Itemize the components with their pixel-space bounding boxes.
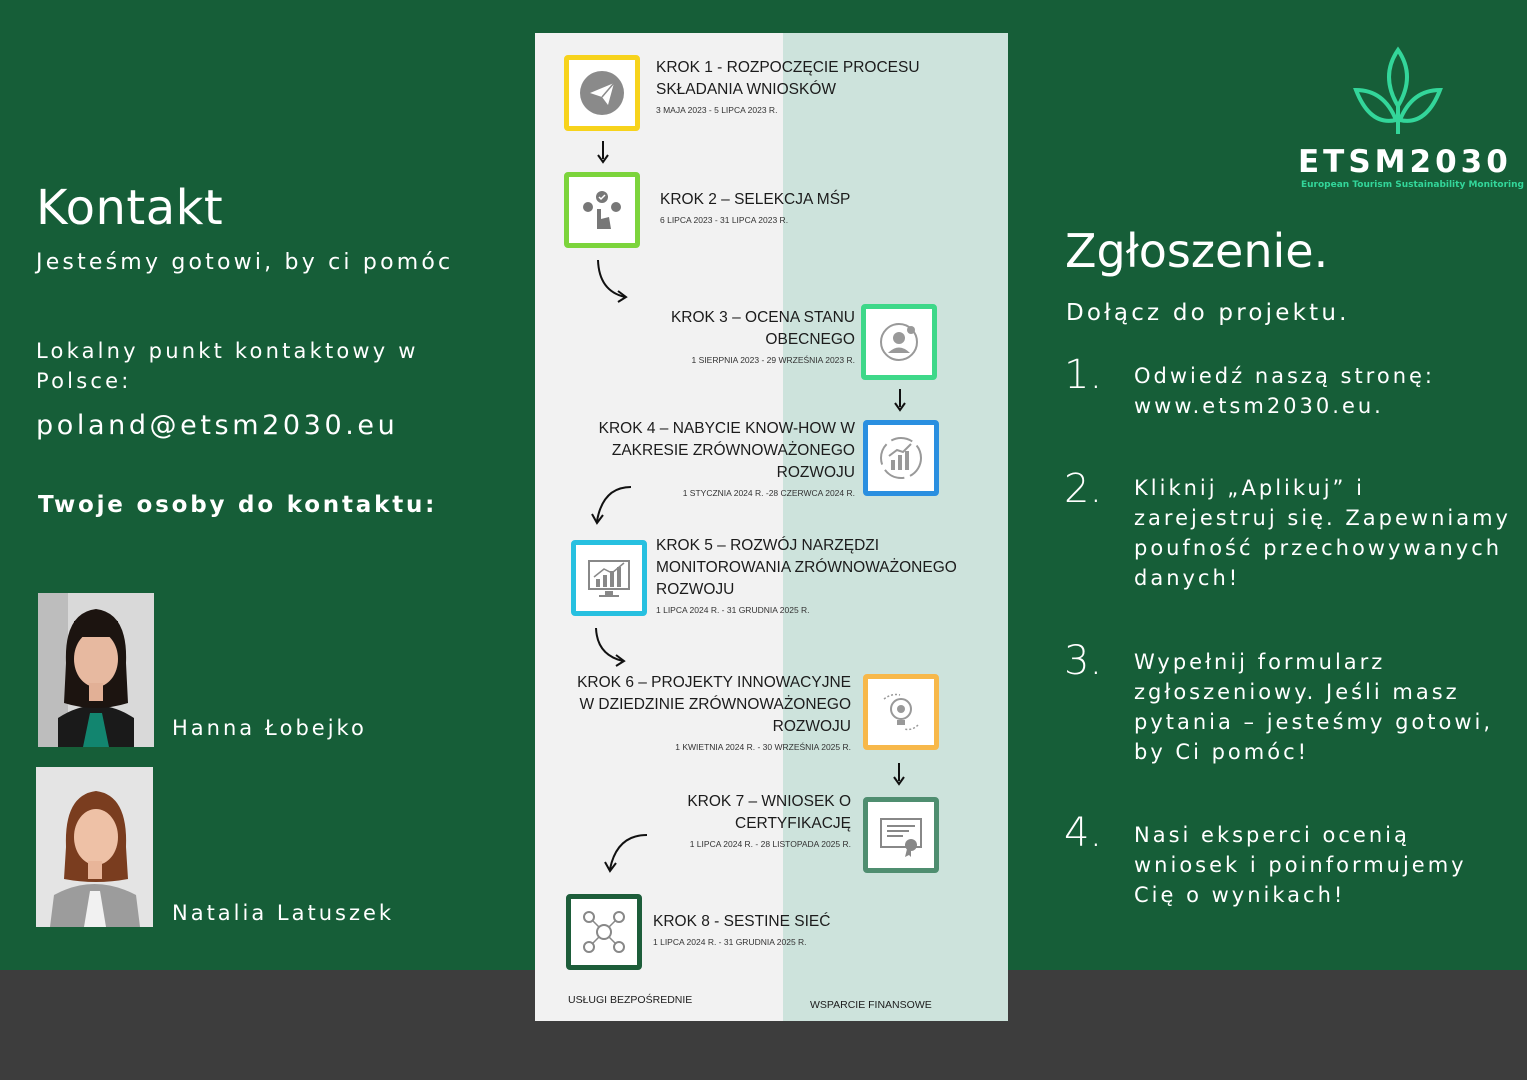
step-date: 1 LIPCA 2024 R. - 28 LISTOPADA 2025 R. <box>689 839 851 849</box>
step-2-text: KROK 2 – SELEKCJA MŚP 6 LIPCA 2023 - 31 … <box>660 189 960 225</box>
step-5-text: KROK 5 – ROZWÓJ NARZĘDZI MONITOROWANIA Z… <box>656 535 1001 615</box>
curved-arrow-icon <box>604 834 648 873</box>
step-date: 3 MAJA 2023 - 5 LIPCA 2023 R. <box>656 105 778 115</box>
step-date: 1 SIERPNIA 2023 - 29 WRZEŚNIA 2023 R. <box>691 355 855 365</box>
step-title: KROK 4 – NABYCIE KNOW-HOW W ZAKRESIE ZRÓ… <box>598 420 855 481</box>
logo-subtitle: European Tourism Sustainability Monitori… <box>1301 180 1524 190</box>
step-6-box <box>863 674 939 750</box>
leaf-logo-icon <box>1353 46 1443 134</box>
step-date: 1 STYCZNIA 2024 R. -28 CZERWCA 2024 R. <box>682 488 855 498</box>
step-date: 1 KWIETNIA 2024 R. - 30 WRZEŚNIA 2025 R. <box>675 742 851 752</box>
step-date: 6 LIPCA 2023 - 31 LIPCA 2023 R. <box>660 215 789 225</box>
contact-persons-label: Twoje osoby do kontaktu: <box>38 492 438 518</box>
arrow-down-icon <box>894 389 906 412</box>
step-title: KROK 6 – PROJEKTY INNOWACYJNE W DZIEDZIN… <box>577 674 851 735</box>
financial-support-label: WSPARCIE FINANSOWE <box>810 999 932 1011</box>
instruction-text: Wypełnij formularz zgłoszeniowy. Jeśli m… <box>1134 650 1494 764</box>
certificate-icon <box>880 818 922 857</box>
avatar-natalia <box>36 767 153 927</box>
chart-monitor-icon <box>588 560 630 597</box>
avatar-hanna <box>38 593 154 747</box>
step-number: 2. <box>1064 466 1103 512</box>
instruction-text: Nasi eksperci ocenią wniosek i poinformu… <box>1134 823 1467 907</box>
curved-arrow-icon <box>591 486 632 525</box>
step-1-box <box>564 55 640 131</box>
person-name: Natalia Latuszek <box>172 901 395 925</box>
growth-cycle-icon <box>880 437 922 479</box>
step-1-text: KROK 1 - ROZPOCZĘCIE PROCESU SKŁADANIA W… <box>656 57 956 115</box>
step-2-box <box>564 172 640 248</box>
application-title: Zgłoszenie. <box>1065 224 1329 278</box>
person-assess-icon <box>880 323 918 361</box>
instruction-text: Odwiedź naszą stronę: www.etsm2030.eu. <box>1134 364 1436 418</box>
logo-wordmark: ETSM2030 <box>1298 144 1512 180</box>
step-date: 1 LIPCA 2024 R. - 31 GRUDNIA 2025 R. <box>653 937 807 947</box>
step-number: 3. <box>1064 638 1103 684</box>
contact-email-link[interactable]: poland@etsm2030.eu <box>36 410 399 441</box>
idea-bulb-icon <box>883 693 919 731</box>
step-title: KROK 2 – SELEKCJA MŚP <box>660 191 851 208</box>
contact-subtitle: Jesteśmy gotowi, by ci pomóc <box>36 250 454 275</box>
step-5-box <box>571 540 647 616</box>
local-contact-label: Lokalny punkt kontaktowy w Polsce: <box>36 339 419 393</box>
step-number: 1. <box>1064 352 1103 398</box>
network-icon <box>583 911 625 953</box>
hand-select-icon <box>583 191 621 229</box>
application-subtitle: Dołącz do projektu. <box>1066 300 1350 326</box>
paper-plane-icon <box>580 71 624 115</box>
curved-arrow-icon <box>595 627 626 667</box>
step-title: KROK 1 - ROZPOCZĘCIE PROCESU SKŁADANIA W… <box>656 59 920 98</box>
step-date: 1 LIPCA 2024 R. - 31 GRUDNIA 2025 R. <box>656 605 810 615</box>
step-8-text: KROK 8 - SESTINE SIEĆ 1 LIPCA 2024 R. - … <box>653 911 953 947</box>
step-number: 4. <box>1064 810 1103 856</box>
arrow-down-icon <box>597 141 609 164</box>
contact-title: Kontakt <box>36 180 224 236</box>
step-title: KROK 8 - SESTINE SIEĆ <box>653 913 831 930</box>
step-3-text: KROK 3 – OCENA STANU OBECNEGO 1 SIERPNIA… <box>625 307 855 365</box>
step-title: KROK 7 – WNIOSEK O CERTYFIKACJĘ <box>687 793 851 832</box>
step-6-text: KROK 6 – PROJEKTY INNOWACYJNE W DZIEDZIN… <box>563 672 851 752</box>
step-4-text: KROK 4 – NABYCIE KNOW-HOW W ZAKRESIE ZRÓ… <box>563 418 855 498</box>
step-7-text: KROK 7 – WNIOSEK O CERTYFIKACJĘ 1 LIPCA … <box>635 791 851 849</box>
step-3-box <box>861 304 937 380</box>
step-4-box <box>863 420 939 496</box>
step-8-box <box>566 894 642 970</box>
direct-services-label: USŁUGI BEZPOŚREDNIE <box>568 994 693 1006</box>
person-name: Hanna Łobejko <box>172 716 367 740</box>
step-title: KROK 3 – OCENA STANU OBECNEGO <box>670 309 855 348</box>
curved-arrow-icon <box>597 259 628 303</box>
step-title: KROK 5 – ROZWÓJ NARZĘDZI MONITOROWANIA Z… <box>656 537 957 598</box>
step-7-box <box>863 797 939 873</box>
process-infographic: KROK 1 - ROZPOCZĘCIE PROCESU SKŁADANIA W… <box>535 33 1008 1021</box>
instruction-text: Kliknij „Aplikuj” i zarejestruj się. Zap… <box>1134 476 1511 590</box>
arrow-down-icon <box>893 763 905 786</box>
